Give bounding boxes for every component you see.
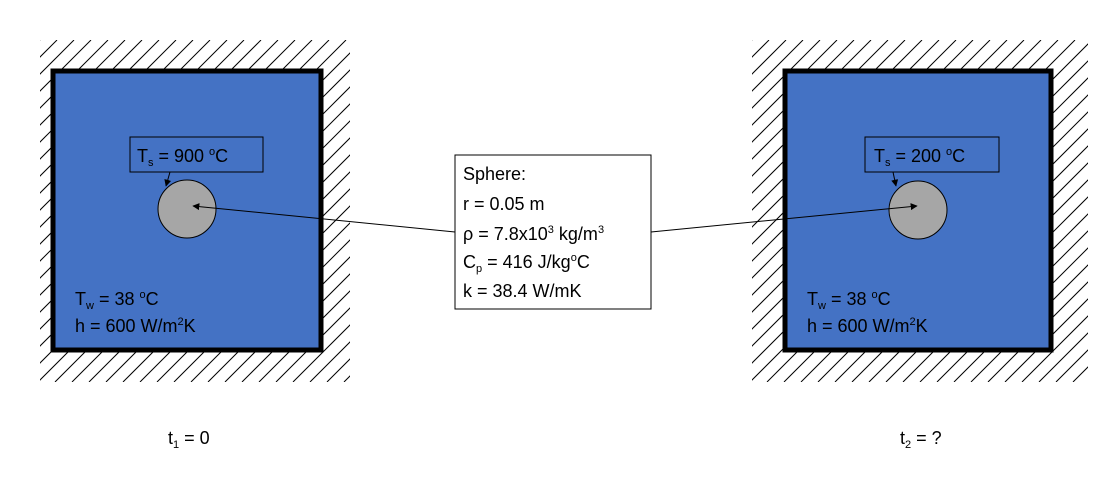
hatch-line xyxy=(1021,315,1088,382)
right-chamber: Ts = 200 oC Tw = 38 oC h = 600 W/m2K xyxy=(752,40,1116,382)
hatch-line xyxy=(40,40,58,58)
hatch-line xyxy=(275,307,350,382)
hatch-line xyxy=(1072,366,1088,382)
hatch-line xyxy=(1004,298,1088,382)
right-connector-arrow xyxy=(650,203,918,233)
time-label-t2: t2 = ? xyxy=(900,428,942,451)
left-tw-label: Tw = 38 oC xyxy=(75,289,159,312)
sphere-conductivity: k = 38.4 W/mK xyxy=(463,281,582,301)
left-sphere xyxy=(157,179,217,239)
hatch-line xyxy=(1090,40,1116,382)
hatch-line xyxy=(752,40,821,109)
sphere-density: ρ = 7.8x103 kg/m3 xyxy=(463,224,604,244)
left-h-label: h = 600 W/m2K xyxy=(75,316,196,336)
right-ts-pointer xyxy=(891,171,899,187)
right-ts-label-box xyxy=(864,136,1000,173)
sphere-specific-heat: Cp = 416 J/kgoC xyxy=(463,252,590,275)
left-connector-arrow xyxy=(192,203,456,233)
hatch-line xyxy=(752,40,838,126)
left-chamber: Ts = 900 oC Tw = 38 oC h = 600 W/m2K xyxy=(40,40,350,382)
sphere-radius: r = 0.05 m xyxy=(463,194,545,214)
right-sphere xyxy=(888,180,948,240)
right-h-label: h = 600 W/m2K xyxy=(807,316,928,336)
sphere-title: Sphere: xyxy=(463,164,526,184)
left-ts-pointer xyxy=(164,171,172,187)
right-ts-label: Ts = 200 oC xyxy=(874,146,965,169)
left-ts-label: Ts = 900 oC xyxy=(137,146,228,169)
sphere-properties: Sphere: r = 0.05 m ρ = 7.8x103 kg/m3 Cp … xyxy=(192,154,918,310)
right-tw-label: Tw = 38 oC xyxy=(807,289,891,312)
hatch-line xyxy=(1055,349,1088,382)
time-label-t1: t1 = 0 xyxy=(168,428,210,451)
left-ts-label-box xyxy=(129,136,264,173)
sphere-properties-box xyxy=(454,154,652,310)
hatch-line xyxy=(40,40,41,41)
